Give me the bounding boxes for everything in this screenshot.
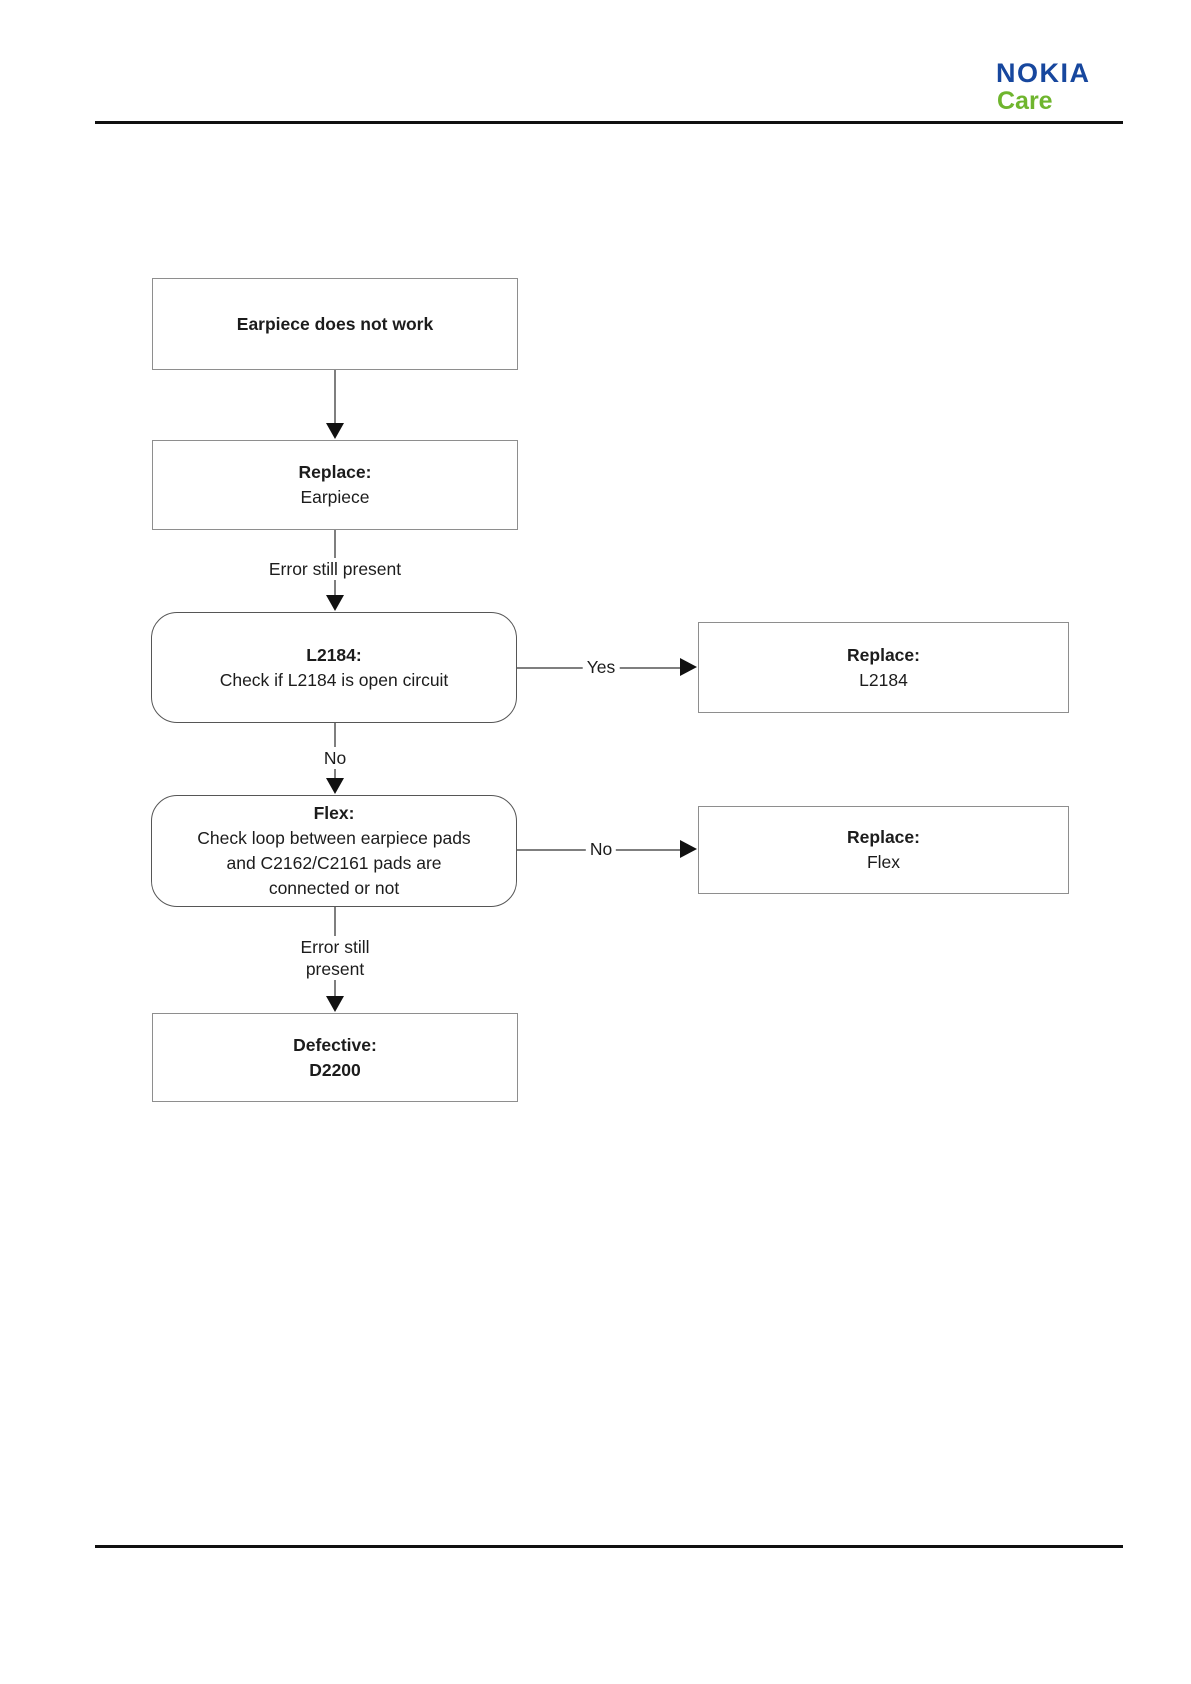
flow-node-defective-d2200: Defective: D2200 [152, 1013, 518, 1102]
edge-label-error-still-present: Error still present [296, 936, 374, 980]
edge-label-no: No [319, 747, 351, 769]
node-title: Replace: [847, 644, 920, 665]
arrow-down-icon [326, 778, 344, 794]
node-body-line: Earpiece [300, 487, 370, 507]
arrow-down-icon [326, 595, 344, 611]
flow-node-replace-flex: Replace: Flex [698, 806, 1069, 894]
flow-node-replace-l2184: Replace: L2184 [698, 622, 1069, 713]
arrow-down-icon [326, 996, 344, 1012]
node-body-line: connected or not [268, 878, 400, 898]
node-body-line: D2200 [309, 1059, 361, 1080]
node-title: Flex: [313, 803, 355, 823]
edge-label-line: present [305, 959, 365, 979]
edge-label-no: No [585, 838, 617, 860]
node-body-line: Check if L2184 is open circuit [219, 669, 449, 690]
node-title: Defective: [293, 1034, 377, 1055]
arrow-down-icon [326, 423, 344, 439]
connector-line [334, 370, 336, 423]
node-title: L2184: [306, 644, 362, 665]
flow-node-flex-check: Flex: Check loop between earpiece pads a… [151, 795, 517, 907]
edge-label-yes: Yes [582, 656, 620, 678]
flow-node-earpiece-does-not-work: Earpiece does not work [152, 278, 518, 370]
flow-node-l2184-check: L2184: Check if L2184 is open circuit [151, 612, 517, 723]
arrow-right-icon [680, 840, 697, 858]
edge-label-error-still-present: Error still present [264, 558, 406, 580]
node-title: Replace: [847, 827, 920, 847]
arrow-right-icon [680, 658, 697, 676]
edge-label-line: Error still [300, 937, 370, 957]
nokia-logo: NOKIA [996, 58, 1091, 88]
node-title: Earpiece does not work [236, 313, 434, 334]
node-body-line: Check loop between earpiece pads [197, 828, 471, 848]
node-body-line: Flex [866, 852, 901, 872]
node-title: Replace: [298, 462, 372, 482]
footer-rule [95, 1545, 1123, 1548]
node-body-line: and C2162/C2161 pads are [226, 853, 442, 873]
node-body-line: L2184 [859, 669, 908, 690]
header-rule [95, 121, 1123, 124]
care-logo: Care [997, 87, 1053, 115]
flow-node-replace-earpiece: Replace: Earpiece [152, 440, 518, 530]
